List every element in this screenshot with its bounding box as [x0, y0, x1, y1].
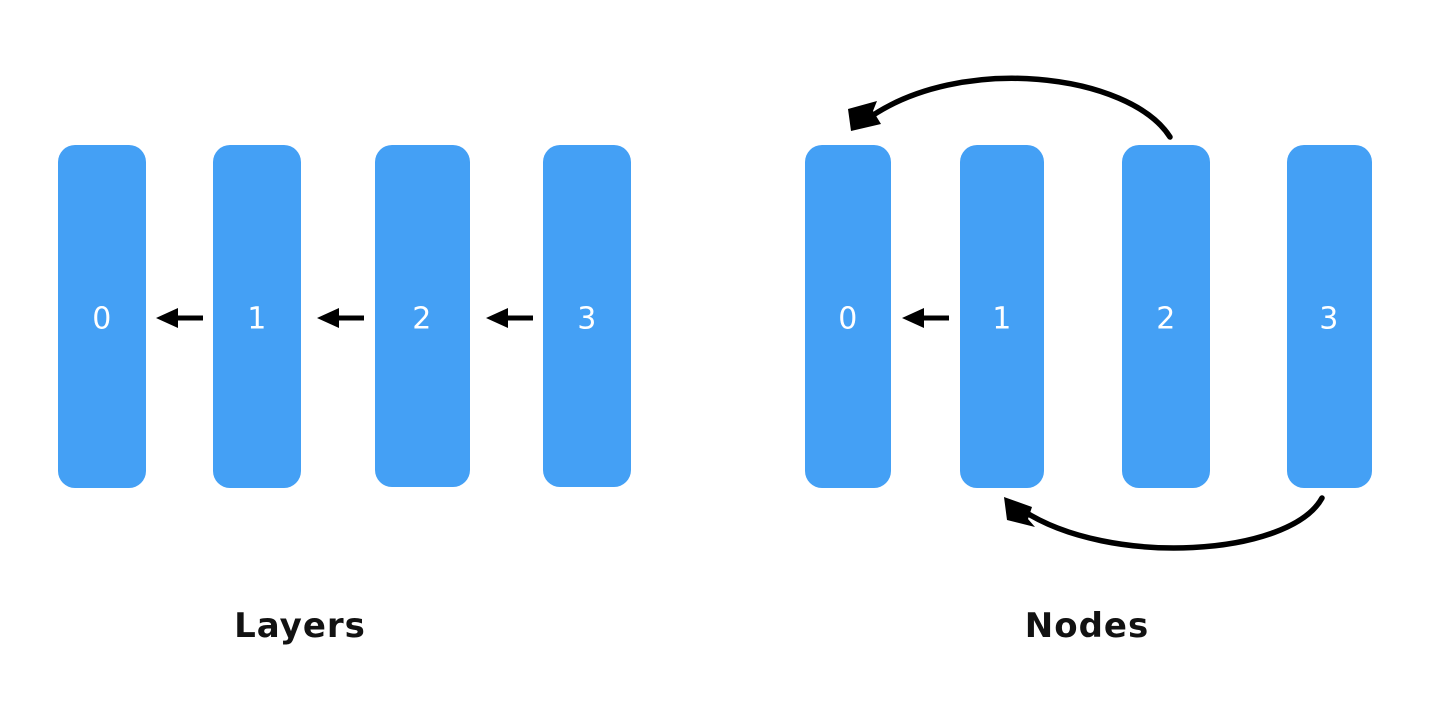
bar-rect [375, 145, 470, 487]
bar-label: 3 [577, 302, 597, 337]
layers-bar-0[interactable]: 0 [58, 145, 146, 488]
bar-rect [543, 145, 631, 487]
bar-rect [213, 145, 301, 488]
nodes-bar-1[interactable]: 1 [960, 145, 1044, 488]
bar-label: 2 [412, 302, 432, 337]
nodes-bar-2[interactable]: 2 [1122, 145, 1210, 488]
bar-rect [1287, 145, 1372, 488]
nodes-bar-0[interactable]: 0 [805, 145, 891, 488]
caption-nodes: Nodes [1025, 606, 1149, 646]
bar-rect [58, 145, 146, 488]
arrow-layers-2-to-1-icon [317, 308, 364, 328]
nodes-bar-3[interactable]: 3 [1287, 145, 1372, 488]
arrow-nodes-2-to-0-curve-icon [848, 75, 1173, 140]
bar-rect [1122, 145, 1210, 488]
arrow-layers-3-to-2-icon [486, 308, 533, 328]
bar-rect [805, 145, 891, 488]
bar-rect [960, 145, 1044, 488]
bar-label: 1 [992, 302, 1012, 337]
arrow-nodes-1-to-0-icon [902, 308, 949, 328]
bar-label: 0 [838, 302, 858, 337]
panel-layers: 0 1 2 3 [58, 145, 631, 646]
caption-layers: Layers [234, 606, 366, 646]
bar-label: 3 [1319, 302, 1339, 337]
arrow-layers-1-to-0-icon [156, 308, 203, 328]
arrow-nodes-3-to-1-curve-icon [1004, 495, 1325, 551]
layers-bar-3[interactable]: 3 [543, 145, 631, 487]
layers-bar-1[interactable]: 1 [213, 145, 301, 488]
layers-bar-2[interactable]: 2 [375, 145, 470, 487]
panel-nodes: 0 1 2 3 [805, 75, 1372, 646]
bar-label: 1 [247, 302, 267, 337]
bar-label: 2 [1156, 302, 1176, 337]
bar-label: 0 [92, 302, 112, 337]
